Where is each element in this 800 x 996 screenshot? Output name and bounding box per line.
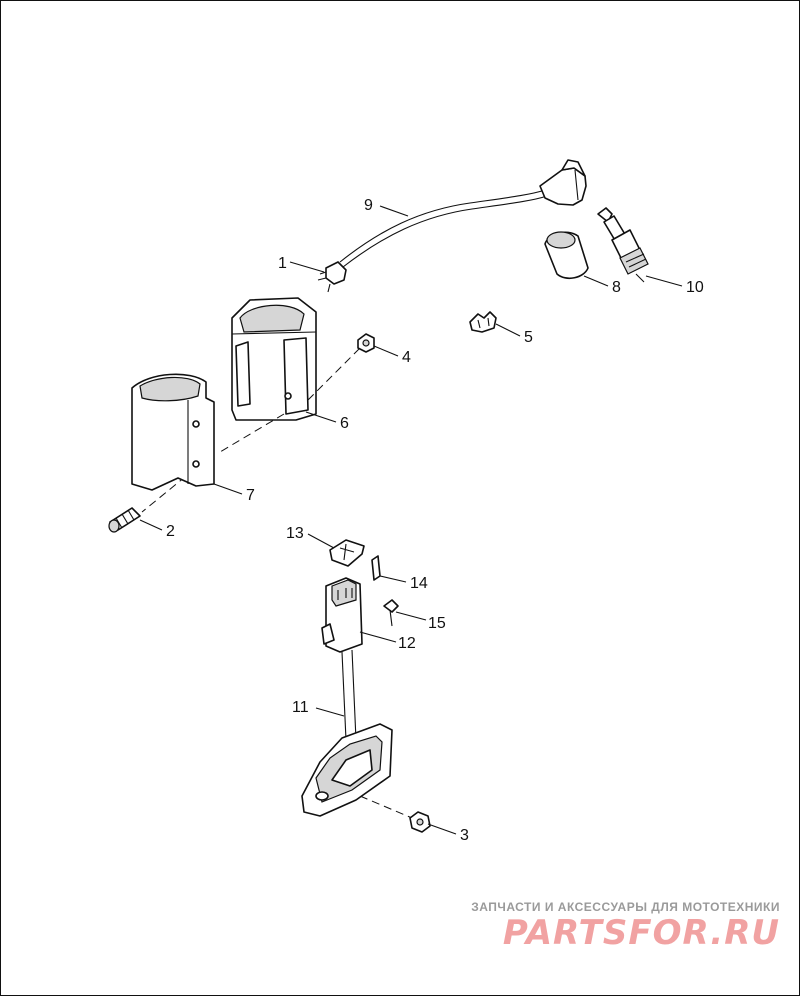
callout-12: 12 bbox=[398, 635, 416, 652]
callout-2: 2 bbox=[166, 523, 175, 540]
callout-labels: 1 2 3 4 5 6 7 8 9 10 11 12 13 14 15 bbox=[166, 197, 704, 844]
callout-14: 14 bbox=[410, 575, 428, 592]
terminal-clip bbox=[469, 311, 497, 333]
module-connector bbox=[321, 577, 363, 653]
callout-13: 13 bbox=[286, 525, 304, 542]
spark-plug-wire bbox=[317, 159, 587, 293]
callout-6: 6 bbox=[340, 415, 349, 432]
spark-plug bbox=[597, 207, 649, 283]
leader-lines bbox=[139, 205, 683, 835]
callout-4: 4 bbox=[402, 349, 411, 366]
ignition-coil bbox=[231, 297, 317, 421]
watermark: ЗАПЧАСТИ И АКСЕССУАРЫ ДЛЯ МОТОТЕХНИКИ PA… bbox=[471, 900, 780, 952]
callout-10: 10 bbox=[686, 279, 704, 296]
alignment-line bbox=[359, 795, 413, 819]
coil-nut bbox=[357, 333, 375, 353]
watermark-brand: PARTSFOR.RU bbox=[502, 913, 780, 953]
alignment-line bbox=[141, 467, 197, 513]
spark-plug-boot bbox=[544, 231, 589, 280]
callout-9: 9 bbox=[364, 197, 373, 214]
callout-3: 3 bbox=[460, 827, 469, 844]
callout-7: 7 bbox=[246, 487, 255, 504]
callout-11: 11 bbox=[292, 699, 309, 716]
ignition-module bbox=[301, 649, 393, 817]
connector-latch bbox=[329, 539, 365, 567]
watermark-tagline: ЗАПЧАСТИ И АКСЕССУАРЫ ДЛЯ МОТОТЕХНИКИ bbox=[471, 900, 780, 914]
coil-bracket bbox=[131, 373, 215, 491]
module-nut bbox=[409, 811, 431, 833]
callout-15: 15 bbox=[428, 615, 446, 632]
connector-screw bbox=[383, 599, 399, 627]
callout-5: 5 bbox=[524, 329, 533, 346]
callout-1: 1 bbox=[278, 255, 287, 272]
terminal-pin bbox=[371, 555, 381, 581]
mounting-screw bbox=[108, 507, 141, 533]
callout-8: 8 bbox=[612, 279, 621, 296]
